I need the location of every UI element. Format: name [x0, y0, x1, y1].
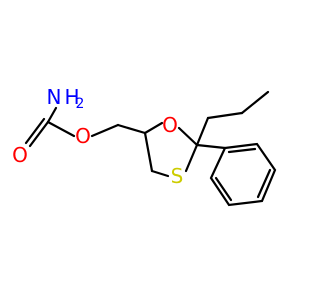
bond-lines [24, 90, 277, 207]
bond-o-c2 [177, 126, 199, 147]
bond-ch2-ring [116, 123, 147, 135]
phenyl-double-3 [214, 176, 233, 202]
bond-c-o-carbonyl-b [24, 117, 46, 145]
structure-canvas: N H 2 O O O S [12, 85, 277, 207]
bond-c5-c4 [143, 131, 154, 173]
bond-n-c [46, 106, 58, 124]
bond-propyl-2 [240, 90, 270, 115]
atom-o-ester: O [75, 124, 91, 148]
bond-c-o-ester [46, 120, 76, 138]
bond-c2-propyl [195, 116, 210, 147]
phenyl-double-1 [227, 147, 257, 154]
molecule-structure: N H 2 O O O S [12, 85, 277, 207]
bond-s-c2 [184, 143, 199, 173]
atom-labels: N H 2 O O O S [12, 85, 183, 188]
atom-h: H [64, 85, 79, 109]
bond-c4-s [150, 169, 170, 178]
bond-c2-phenyl [195, 143, 227, 150]
atom-s-ring: S [171, 164, 184, 188]
phenyl-double-2 [256, 168, 272, 199]
atom-n: N [47, 85, 62, 109]
atom-h-subscript: 2 [76, 96, 85, 112]
bond-c5-o [143, 121, 164, 135]
phenyl-ring [209, 142, 277, 207]
bond-propyl-1 [206, 111, 244, 120]
atom-o-carbonyl: O [12, 143, 28, 167]
bond-c-o-carbonyl-a [28, 120, 50, 148]
bond-o-ch2 [90, 123, 120, 138]
atom-o-ring: O [162, 113, 178, 137]
